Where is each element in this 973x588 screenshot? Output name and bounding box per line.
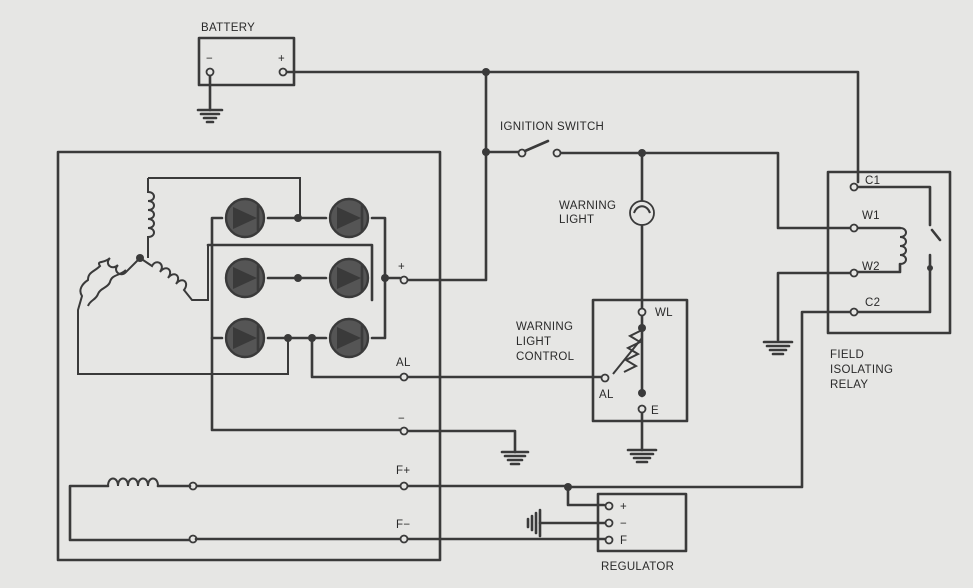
regulator-plus-label: + xyxy=(620,501,627,513)
f-plus-terminal-label: F+ xyxy=(396,465,410,477)
warning-light-control: WL AL E WARNING LIGHT CONTROL xyxy=(406,298,689,464)
regulator: + − F REGULATOR xyxy=(596,492,688,573)
al-terminal-label: AL xyxy=(396,357,411,369)
diode-icon xyxy=(224,317,266,359)
ignition-switch-label: IGNITION SWITCH xyxy=(500,121,604,133)
relay-ground-icon xyxy=(762,340,794,356)
field-isolating-relay: C1 W1 W2 C2 FIELD ISOLATING RELAY xyxy=(826,170,952,391)
regulator-label: REGULATOR xyxy=(601,561,674,573)
diode-icon xyxy=(328,197,370,239)
warning-light: WARNING LIGHT xyxy=(559,151,655,312)
relay-label-1: FIELD xyxy=(830,349,864,361)
warning-light-control-label-1: WARNING xyxy=(516,321,573,333)
warning-light-label-1: WARNING xyxy=(559,200,616,212)
regulator-ground-icon xyxy=(526,508,542,538)
regulator-f-label: F xyxy=(620,535,627,547)
wl-terminal-label: WL xyxy=(655,307,673,319)
control-ground-icon xyxy=(626,448,658,464)
battery-label: BATTERY xyxy=(201,22,255,34)
battery: BATTERY − + xyxy=(196,22,296,124)
negative-terminal-label: − xyxy=(398,413,405,425)
positive-terminal-label: + xyxy=(398,261,405,273)
diode-icon xyxy=(328,317,370,359)
relay-label-3: RELAY xyxy=(830,379,868,391)
w1-terminal-label: W1 xyxy=(862,210,880,222)
relay-label-2: ISOLATING xyxy=(830,364,893,376)
ignition-switch-icon xyxy=(484,139,562,158)
c2-terminal-label: C2 xyxy=(865,297,880,309)
c1-terminal-label: C1 xyxy=(865,175,880,187)
alternator-ground-icon xyxy=(500,450,530,466)
stator-windings xyxy=(77,177,301,375)
e-terminal-label: E xyxy=(651,405,659,417)
w2-terminal-label: W2 xyxy=(862,261,880,273)
warning-light-control-label-2: LIGHT xyxy=(516,336,551,348)
diode-icon xyxy=(224,257,266,299)
al-control-terminal-label: AL xyxy=(599,389,614,401)
f-minus-terminal-label: F− xyxy=(396,519,410,531)
battery-positive-label: + xyxy=(278,53,285,65)
regulator-minus-label: − xyxy=(620,518,627,530)
battery-negative-label: − xyxy=(206,53,213,65)
battery-ground-icon xyxy=(196,108,224,124)
warning-light-control-label-3: CONTROL xyxy=(516,351,575,363)
alternator-housing xyxy=(56,150,442,562)
rectifier-diode-bridge xyxy=(206,197,402,432)
rotor-field-coil xyxy=(68,477,402,544)
diode-icon xyxy=(328,257,370,299)
alternator-terminals: + AL − F+ F− xyxy=(310,261,411,544)
diode-icon xyxy=(224,197,266,239)
warning-lamp-icon xyxy=(629,200,655,226)
warning-light-label-2: LIGHT xyxy=(559,214,594,226)
